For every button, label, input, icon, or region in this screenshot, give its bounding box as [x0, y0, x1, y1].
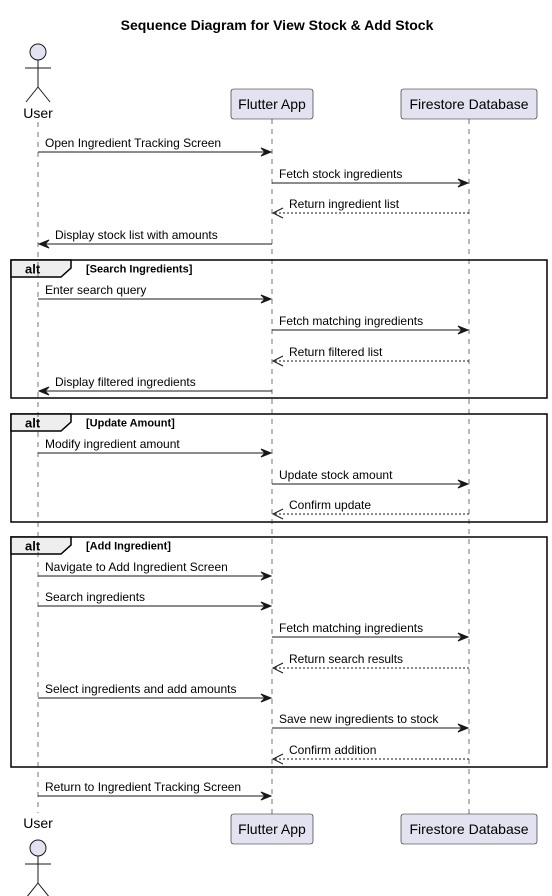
- arrowhead: [457, 178, 470, 188]
- fragments-layer: alt [Search Ingredients] alt [Update Amount…: [10, 259, 548, 768]
- fragment-condition: [Add Ingredient]: [86, 541, 171, 553]
- participant-label: Firestore Database: [409, 96, 528, 112]
- fragment-frame: [10, 536, 548, 768]
- actor-bottom: User: [23, 815, 53, 896]
- message: Enter search query: [38, 283, 273, 304]
- participant-box: [230, 88, 314, 120]
- participant-box: [400, 813, 538, 845]
- arrowhead: [260, 601, 273, 611]
- fragment-keyword: alt: [25, 262, 41, 277]
- message-label: Navigate to Add Ingredient Screen: [45, 560, 228, 574]
- participant-app-top: Flutter App: [230, 88, 314, 120]
- actor-label: User: [23, 815, 53, 831]
- message: Select ingredients and add amounts: [38, 682, 273, 703]
- message: Return filtered list: [271, 345, 469, 367]
- lifelines-layer: [37, 119, 470, 814]
- message: Open Ingredient Tracking Screen: [38, 136, 273, 157]
- message: Search ingredients: [38, 590, 273, 611]
- message-label: Open Ingredient Tracking Screen: [45, 136, 221, 150]
- arrowhead: [457, 325, 470, 335]
- participant-app-bottom: Flutter App: [230, 813, 314, 845]
- message-label: Display filtered ingredients: [55, 375, 196, 389]
- message-label: Save new ingredients to stock: [279, 712, 439, 726]
- message: Fetch matching ingredients: [272, 314, 470, 335]
- message-label: Enter search query: [45, 283, 146, 297]
- participant-db-top: Firestore Database: [400, 88, 538, 120]
- fragment-alt: alt [Search Ingredients]: [10, 259, 548, 399]
- arrowhead: [37, 386, 50, 396]
- arrowhead: [260, 294, 273, 304]
- message: Save new ingredients to stock: [272, 712, 470, 733]
- message: Navigate to Add Ingredient Screen: [38, 560, 273, 581]
- fragment-header: [10, 413, 72, 432]
- message-label: Fetch stock ingredients: [279, 167, 402, 181]
- message: Confirm update: [271, 498, 469, 520]
- message: Return search results: [271, 652, 469, 674]
- fragment-frame: [10, 259, 548, 399]
- message: Confirm addition: [271, 743, 469, 765]
- fragment-alt: alt [Add Ingredient]: [10, 536, 548, 768]
- fragment-header: [10, 536, 72, 555]
- message-label: Return to Ingredient Tracking Screen: [45, 780, 241, 794]
- actor-top: User: [23, 43, 53, 121]
- arrowhead: [457, 723, 470, 733]
- fragment-condition: [Update Amount]: [86, 418, 175, 430]
- arrowhead: [271, 508, 284, 520]
- arrowhead: [260, 448, 273, 458]
- message-label: Confirm update: [289, 498, 371, 512]
- fragment-condition: [Search Ingredients]: [86, 264, 193, 276]
- message-label: Search ingredients: [45, 590, 145, 604]
- message-label: Modify ingredient amount: [45, 437, 180, 451]
- arrowhead: [260, 693, 273, 703]
- message-label: Fetch matching ingredients: [279, 621, 423, 635]
- participant-label: Flutter App: [238, 96, 306, 112]
- message-label: Return filtered list: [289, 345, 383, 359]
- message-label: Confirm addition: [289, 743, 376, 757]
- participant-db-bottom: Firestore Database: [400, 813, 538, 845]
- actor-label: User: [23, 105, 53, 121]
- participant-label: Firestore Database: [409, 821, 528, 837]
- message: Display filtered ingredients: [37, 375, 272, 396]
- message-label: Select ingredients and add amounts: [45, 682, 236, 696]
- message-label: Fetch matching ingredients: [279, 314, 423, 328]
- arrowhead: [271, 207, 284, 219]
- message: Fetch stock ingredients: [272, 167, 470, 188]
- fragment-keyword: alt: [25, 539, 41, 554]
- arrowhead: [37, 239, 50, 249]
- arrowhead: [457, 479, 470, 489]
- diagram-title: Sequence Diagram for View Stock & Add St…: [121, 17, 434, 33]
- arrowhead: [271, 662, 284, 674]
- arrowhead: [271, 753, 284, 765]
- message: Update stock amount: [272, 468, 470, 489]
- arrowhead: [457, 632, 470, 642]
- participant-label: Flutter App: [238, 821, 306, 837]
- message: Return to Ingredient Tracking Screen: [38, 780, 273, 801]
- fragment-header: [10, 259, 72, 278]
- message: Modify ingredient amount: [38, 437, 273, 458]
- actor-icon: [25, 839, 51, 896]
- actor-icon: [25, 43, 51, 103]
- message: Return ingredient list: [271, 197, 469, 219]
- message: Fetch matching ingredients: [272, 621, 470, 642]
- arrowhead: [260, 571, 273, 581]
- participant-box: [230, 813, 314, 845]
- arrowhead: [260, 791, 273, 801]
- message-label: Update stock amount: [279, 468, 393, 482]
- fragment-alt: alt [Update Amount]: [10, 413, 548, 523]
- message: Display stock list with amounts: [37, 228, 272, 249]
- message-label: Return search results: [289, 652, 403, 666]
- arrowhead: [271, 355, 284, 367]
- message-label: Return ingredient list: [289, 197, 400, 211]
- fragment-frame: [10, 413, 548, 523]
- fragment-keyword: alt: [25, 416, 41, 431]
- participant-box: [400, 88, 538, 120]
- arrowhead: [260, 147, 273, 157]
- message-label: Display stock list with amounts: [55, 228, 218, 242]
